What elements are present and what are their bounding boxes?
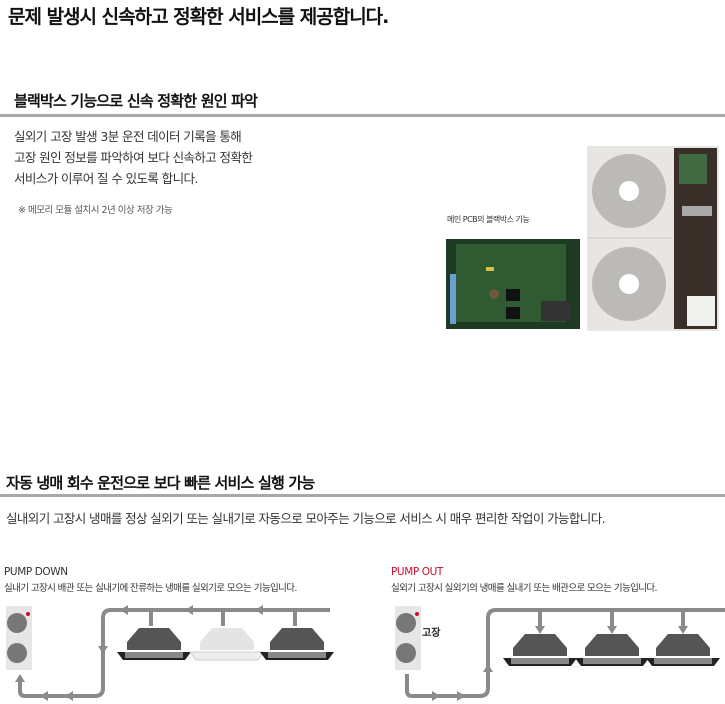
outdoor-unit-image xyxy=(587,146,719,331)
section2-body: 실내외기 고장시 냉매를 정상 실외기 또는 실내기로 자동으로 모아주는 기능… xyxy=(6,511,606,526)
divider xyxy=(0,494,725,497)
outdoor-unit-icon xyxy=(395,606,421,670)
pcb-caption: 메인 PCB의 블랙박스 기능 xyxy=(447,215,530,224)
section2-heading: 자동 냉매 회수 운전으로 보다 빠른 서비스 실행 가능 xyxy=(6,474,315,492)
memory-note: ※ 메모리 모듈 설치시 2년 이상 저장 가능 xyxy=(18,205,173,216)
pump-out-desc: 실외기 고장시 실외기의 냉매를 실내기 또는 배관으로 모으는 기능입니다. xyxy=(391,583,658,594)
pump-down-diagram xyxy=(6,605,334,701)
indoor-unit-icon xyxy=(260,628,334,660)
pump-out-diagram: 고장 xyxy=(395,606,725,701)
indoor-unit-icon xyxy=(503,634,577,666)
body-line: 고장 원인 정보를 파악하여 보다 신속하고 정확한 xyxy=(14,150,253,165)
indoor-unit-icon xyxy=(117,628,191,660)
body-line: 서비스가 이루어 질 수 있도록 합니다. xyxy=(14,171,198,186)
pump-down-label: PUMP DOWN xyxy=(4,566,68,578)
page-title: 문제 발생시 신속하고 정확한 서비스를 제공합니다. xyxy=(8,6,389,28)
fault-label: 고장 xyxy=(422,626,441,639)
body-line: 실외기 고장 발생 3분 운전 데이터 기록을 통해 xyxy=(14,129,242,144)
pump-down-desc: 실내기 고장시 배관 또는 실내기에 잔류하는 냉매를 실외기로 모으는 기능입… xyxy=(4,583,297,594)
section1-body: 실외기 고장 발생 3분 운전 데이터 기록을 통해 고장 원인 정보를 파악하… xyxy=(14,126,253,189)
section1-heading: 블랙박스 기능으로 신속 정확한 원인 파악 xyxy=(14,92,258,110)
pump-diagrams: 고장 xyxy=(6,605,725,701)
outdoor-unit-icon xyxy=(6,606,32,670)
faulty-indoor-unit-icon xyxy=(189,627,265,661)
indoor-unit-icon xyxy=(646,634,720,666)
indoor-unit-icon xyxy=(575,634,649,666)
divider xyxy=(0,114,725,117)
pump-out-label: PUMP OUT xyxy=(391,566,443,578)
pcb-image xyxy=(446,239,580,329)
